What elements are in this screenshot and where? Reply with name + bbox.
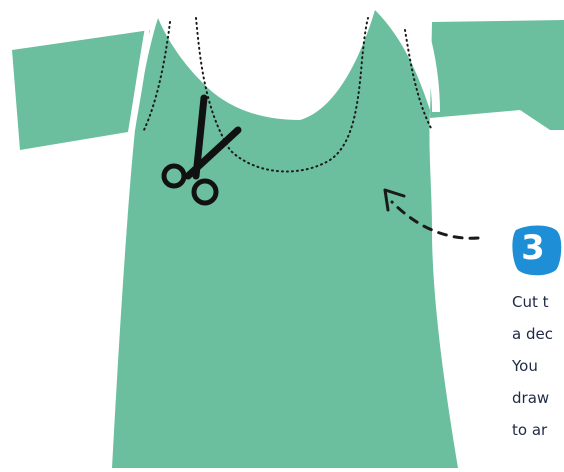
instruction-line: draw bbox=[512, 382, 564, 414]
instruction-line: You bbox=[512, 350, 564, 382]
instruction-line: Cut t bbox=[512, 286, 564, 318]
instruction-line: a dec bbox=[512, 318, 564, 350]
instruction-line: to ar bbox=[512, 414, 564, 446]
right-sleeve bbox=[430, 20, 564, 130]
step-number: 3 bbox=[510, 226, 556, 270]
left-sleeve bbox=[12, 30, 150, 150]
step-badge: 3 bbox=[510, 222, 564, 278]
instruction-text: Cut t a dec You draw to ar bbox=[512, 286, 564, 446]
shirt-body-icon bbox=[112, 10, 458, 468]
